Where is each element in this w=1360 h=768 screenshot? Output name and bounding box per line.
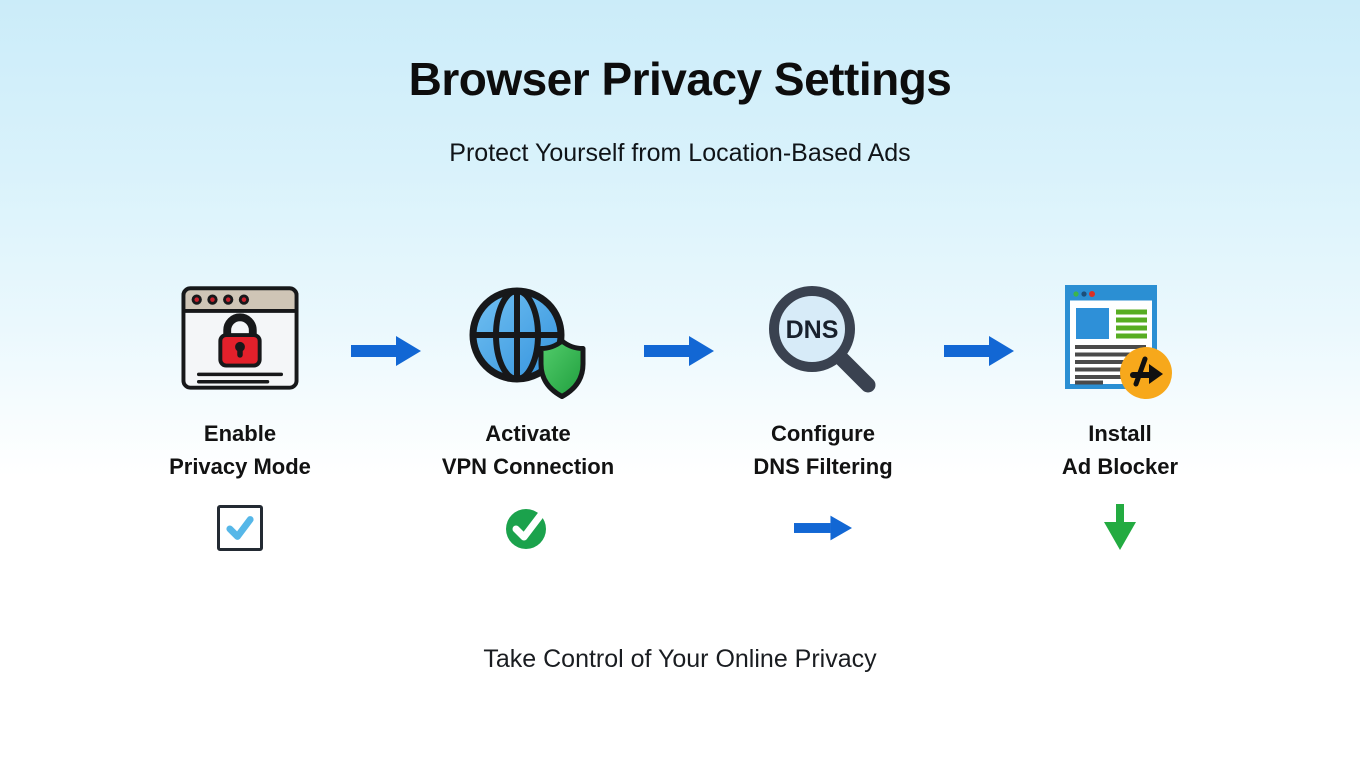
- step-activate-vpn-connection: Activate VPN Connection: [388, 285, 668, 553]
- step-label: Configure DNS Filtering: [753, 417, 892, 483]
- footer-caption: Take Control of Your Online Privacy: [483, 645, 877, 673]
- step-label-line2: DNS Filtering: [753, 454, 893, 479]
- dns-lens-label: DNS: [786, 316, 839, 344]
- dns-magnifier-icon: DNS: [764, 285, 882, 393]
- green-down-arrow-icon: [1104, 504, 1136, 550]
- browser-lock-icon: [181, 285, 299, 393]
- step-label-line1: Configure: [771, 421, 875, 446]
- step-label-line2: VPN Connection: [441, 454, 615, 479]
- step-label: Install Ad Blocker: [1062, 417, 1178, 483]
- blue-right-arrow-icon: [794, 515, 852, 541]
- adblock-badge-icon: [1120, 347, 1172, 399]
- step-label-line1: Enable: [203, 421, 277, 446]
- step-connector-arrow-icon: [644, 336, 714, 366]
- step-status: [1100, 503, 1140, 553]
- step-connector-arrow-icon: [351, 336, 421, 366]
- step-status: [217, 503, 263, 553]
- page-subtitle: Protect Yourself from Location-Based Ads: [449, 139, 911, 167]
- step-status: [505, 503, 551, 553]
- step-label: Activate VPN Connection: [442, 417, 614, 483]
- step-enable-privacy-mode: Enable Privacy Mode: [100, 285, 380, 553]
- checked-checkbox-icon[interactable]: [217, 505, 263, 551]
- step-label-line1: Activate: [485, 421, 571, 446]
- green-check-circle-icon: [506, 508, 547, 549]
- step-configure-dns-filtering: DNS Configure DNS Filtering: [683, 285, 963, 553]
- step-label-line2: Privacy Mode: [169, 454, 311, 479]
- globe-shield-icon: [465, 285, 591, 399]
- page-title: Browser Privacy Settings: [408, 53, 952, 105]
- webpage-adblock-icon: [1065, 285, 1175, 399]
- step-status: [794, 503, 852, 553]
- step-label-line2: Ad Blocker: [1061, 454, 1179, 479]
- step-connector-arrow-icon: [944, 336, 1014, 366]
- step-label: Enable Privacy Mode: [169, 417, 311, 483]
- step-install-ad-blocker: Install Ad Blocker: [980, 285, 1260, 553]
- step-label-line1: Install: [1088, 421, 1152, 446]
